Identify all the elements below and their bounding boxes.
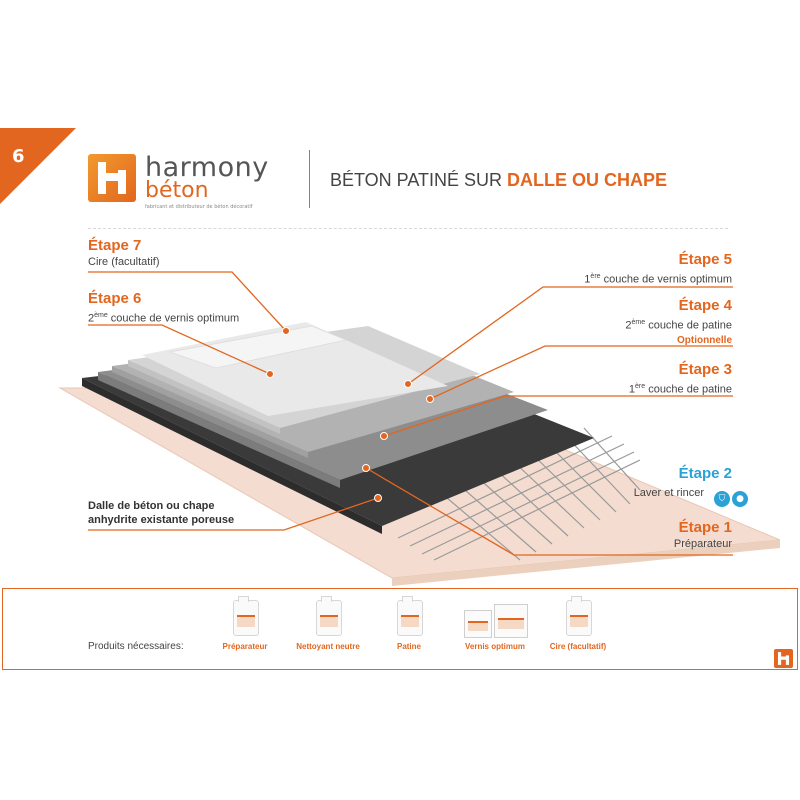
tin-large-icon — [494, 604, 528, 638]
base-line1: Dalle de béton ou chape — [88, 500, 215, 512]
leader-step3 — [383, 395, 733, 437]
step5-desc: 1ère couche de vernis optimum — [584, 273, 732, 286]
step4-label: Étape 4 2ème couche de patine Optionnell… — [625, 297, 732, 348]
step6-desc: 2ème couche de vernis optimum — [88, 312, 240, 325]
step2-desc: Laver et rincer — [633, 487, 704, 499]
step6-label: Étape 6 2ème couche de vernis optimum — [88, 290, 239, 327]
brand-tagline: fabricant et distributeur de béton décor… — [145, 204, 253, 210]
step2-title: Étape 2 — [678, 465, 732, 482]
step1-desc: Préparateur — [673, 538, 732, 550]
step3-label: Étape 3 1ère couche de patine — [629, 361, 732, 398]
base-slab-label: Dalle de béton ou chape anhydrite exista… — [88, 499, 234, 527]
jug-icon — [566, 596, 592, 636]
leader-step5 — [407, 286, 733, 385]
logo-h-glyph — [98, 162, 126, 194]
water-drop-icon: ● — [732, 491, 748, 507]
step4-desc: 2ème couche de patine — [625, 319, 732, 332]
product-name: Préparateur — [222, 642, 268, 651]
leader-step4 — [429, 345, 733, 400]
concrete-slab-edge — [392, 540, 780, 586]
page-title-bold: DALLE OU CHAPE — [507, 170, 668, 190]
leader-base — [88, 497, 379, 531]
brand-name-line1: harmony — [145, 152, 269, 183]
page-title: BÉTON PATINÉ SUR DALLE OU CHAPE — [330, 170, 667, 191]
products-panel — [2, 588, 798, 670]
leader-step6 — [88, 324, 271, 375]
step1-title: Étape 1 — [678, 519, 732, 536]
brand-name-line2: béton — [145, 178, 209, 203]
header-divider — [88, 228, 728, 229]
footer-logo-glyph — [777, 652, 790, 665]
step7-title: Étape 7 — [88, 237, 142, 254]
product-name: Nettoyant neutre — [296, 642, 360, 651]
jug-icon — [233, 596, 259, 636]
product-name: Vernis optimum — [464, 642, 525, 651]
leader-lines — [88, 271, 733, 556]
product-name: Cire (facultatif) — [549, 642, 607, 651]
logo-h-icon — [774, 649, 793, 668]
step2-icons: ⛉● — [712, 486, 748, 507]
step2-desc-wrap: Laver et rincer — [634, 486, 704, 501]
layer-patine-1-edge — [98, 372, 340, 488]
jug-icon — [397, 596, 423, 636]
jug-icon — [316, 596, 342, 636]
base-line2: anhydrite existante poreuse — [88, 514, 235, 526]
layer-patine-2-edge — [112, 366, 308, 458]
tin-small-icon — [464, 610, 492, 638]
layer-diagram — [58, 271, 781, 586]
step4-optional-note: Optionnelle — [677, 334, 732, 346]
step3-title: Étape 3 — [678, 361, 732, 378]
step2-label: Étape 2 — [679, 465, 732, 483]
layer-cire — [168, 325, 348, 369]
page-number: 6 — [12, 146, 25, 167]
product-name: Patine — [396, 642, 421, 651]
step7-desc: Cire (facultatif) — [88, 256, 160, 268]
leader-dots — [266, 327, 434, 502]
logo-h-icon — [88, 154, 136, 202]
reinforcement-mesh — [397, 427, 641, 561]
header-separator — [309, 150, 310, 208]
step5-label: Étape 5 1ère couche de vernis optimum — [584, 251, 732, 288]
shield-icon: ⛉ — [714, 491, 730, 507]
step3-desc: 1ère couche de patine — [628, 383, 732, 396]
step7-label: Étape 7 Cire (facultatif) — [88, 237, 160, 270]
products-lead: Produits nécessaires: — [88, 641, 184, 652]
layer-vernis-1-edge — [128, 360, 280, 434]
step5-title: Étape 5 — [678, 251, 732, 268]
page-title-plain: BÉTON PATINÉ SUR — [330, 170, 508, 190]
step6-title: Étape 6 — [88, 290, 142, 307]
layer-preparateur-edge — [82, 378, 382, 534]
leader-step7 — [88, 271, 287, 332]
page-corner-tab — [0, 128, 76, 204]
step1-label: Étape 1 Préparateur — [674, 519, 732, 552]
leader-step1 — [365, 467, 733, 556]
step4-title: Étape 4 — [678, 297, 732, 314]
